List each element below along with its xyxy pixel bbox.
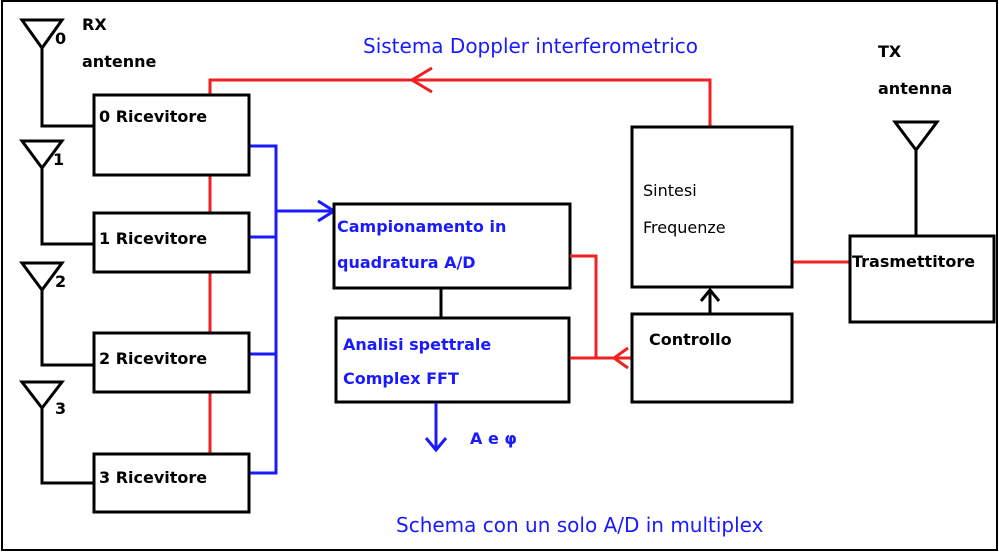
diagram-subtitle: Schema con un solo A/D in multiplex bbox=[396, 513, 764, 537]
synth-line1: Sintesi bbox=[643, 181, 697, 200]
sampling-line2: quadratura A/D bbox=[337, 253, 476, 272]
output-label: A e φ bbox=[470, 429, 517, 448]
receiver-0-label: 0 Ricevitore bbox=[99, 107, 207, 126]
antenna-number-0: 0 bbox=[55, 29, 66, 48]
lo-distribution-line bbox=[208, 78, 712, 454]
rx-antenna-1 bbox=[19, 139, 94, 246]
synth-line2: Frequenze bbox=[643, 218, 726, 237]
control-lines bbox=[570, 254, 850, 360]
fft-line1: Analisi spettrale bbox=[343, 335, 491, 354]
sampling-block: Campionamento in quadratura A/D bbox=[332, 202, 572, 290]
rx-antenna-3 bbox=[18, 380, 94, 485]
control-to-synth-arrow-icon bbox=[699, 287, 721, 314]
fft-line2: Complex FFT bbox=[343, 369, 459, 388]
receiver-3-label: 3 Ricevitore bbox=[99, 468, 207, 487]
control-label: Controllo bbox=[649, 330, 732, 349]
tx-antenna bbox=[892, 120, 940, 236]
receiver-0: 0 Ricevitore bbox=[92, 93, 251, 177]
receiver-3: 3 Ricevitore bbox=[92, 452, 251, 514]
synth-block: Sintesi Frequenze bbox=[630, 125, 794, 289]
receiver-1: 1 Ricevitore bbox=[92, 211, 251, 274]
rx-antenna-2 bbox=[19, 261, 94, 367]
tx-label-line2: antenna bbox=[878, 79, 952, 98]
output-arrow-icon bbox=[424, 403, 448, 453]
rx-label-line2: antenne bbox=[82, 52, 156, 71]
multiplex-bus bbox=[250, 144, 334, 475]
control-arrow-icon bbox=[611, 346, 629, 370]
tx-label-line1: TX bbox=[878, 42, 902, 61]
transmitter-label: Trasmettitore bbox=[852, 252, 975, 271]
receiver-1-label: 1 Ricevitore bbox=[99, 229, 207, 248]
fft-block: Analisi spettrale Complex FFT bbox=[334, 316, 571, 404]
transmitter-block: Trasmettitore bbox=[848, 234, 996, 324]
diagram-title: Sistema Doppler interferometrico bbox=[363, 34, 698, 58]
sampling-line1: Campionamento in bbox=[337, 217, 506, 236]
antenna-number-1: 1 bbox=[53, 150, 64, 169]
control-block: Controllo bbox=[630, 312, 794, 404]
lo-arrow-icon bbox=[409, 66, 433, 94]
receiver-2: 2 Ricevitore bbox=[92, 331, 251, 394]
rx-label-line1: RX bbox=[82, 15, 107, 34]
antenna-number-2: 2 bbox=[55, 272, 66, 291]
antenna-number-3: 3 bbox=[55, 399, 66, 418]
receiver-2-label: 2 Ricevitore bbox=[99, 349, 207, 368]
rx-antenna-0 bbox=[19, 18, 94, 128]
